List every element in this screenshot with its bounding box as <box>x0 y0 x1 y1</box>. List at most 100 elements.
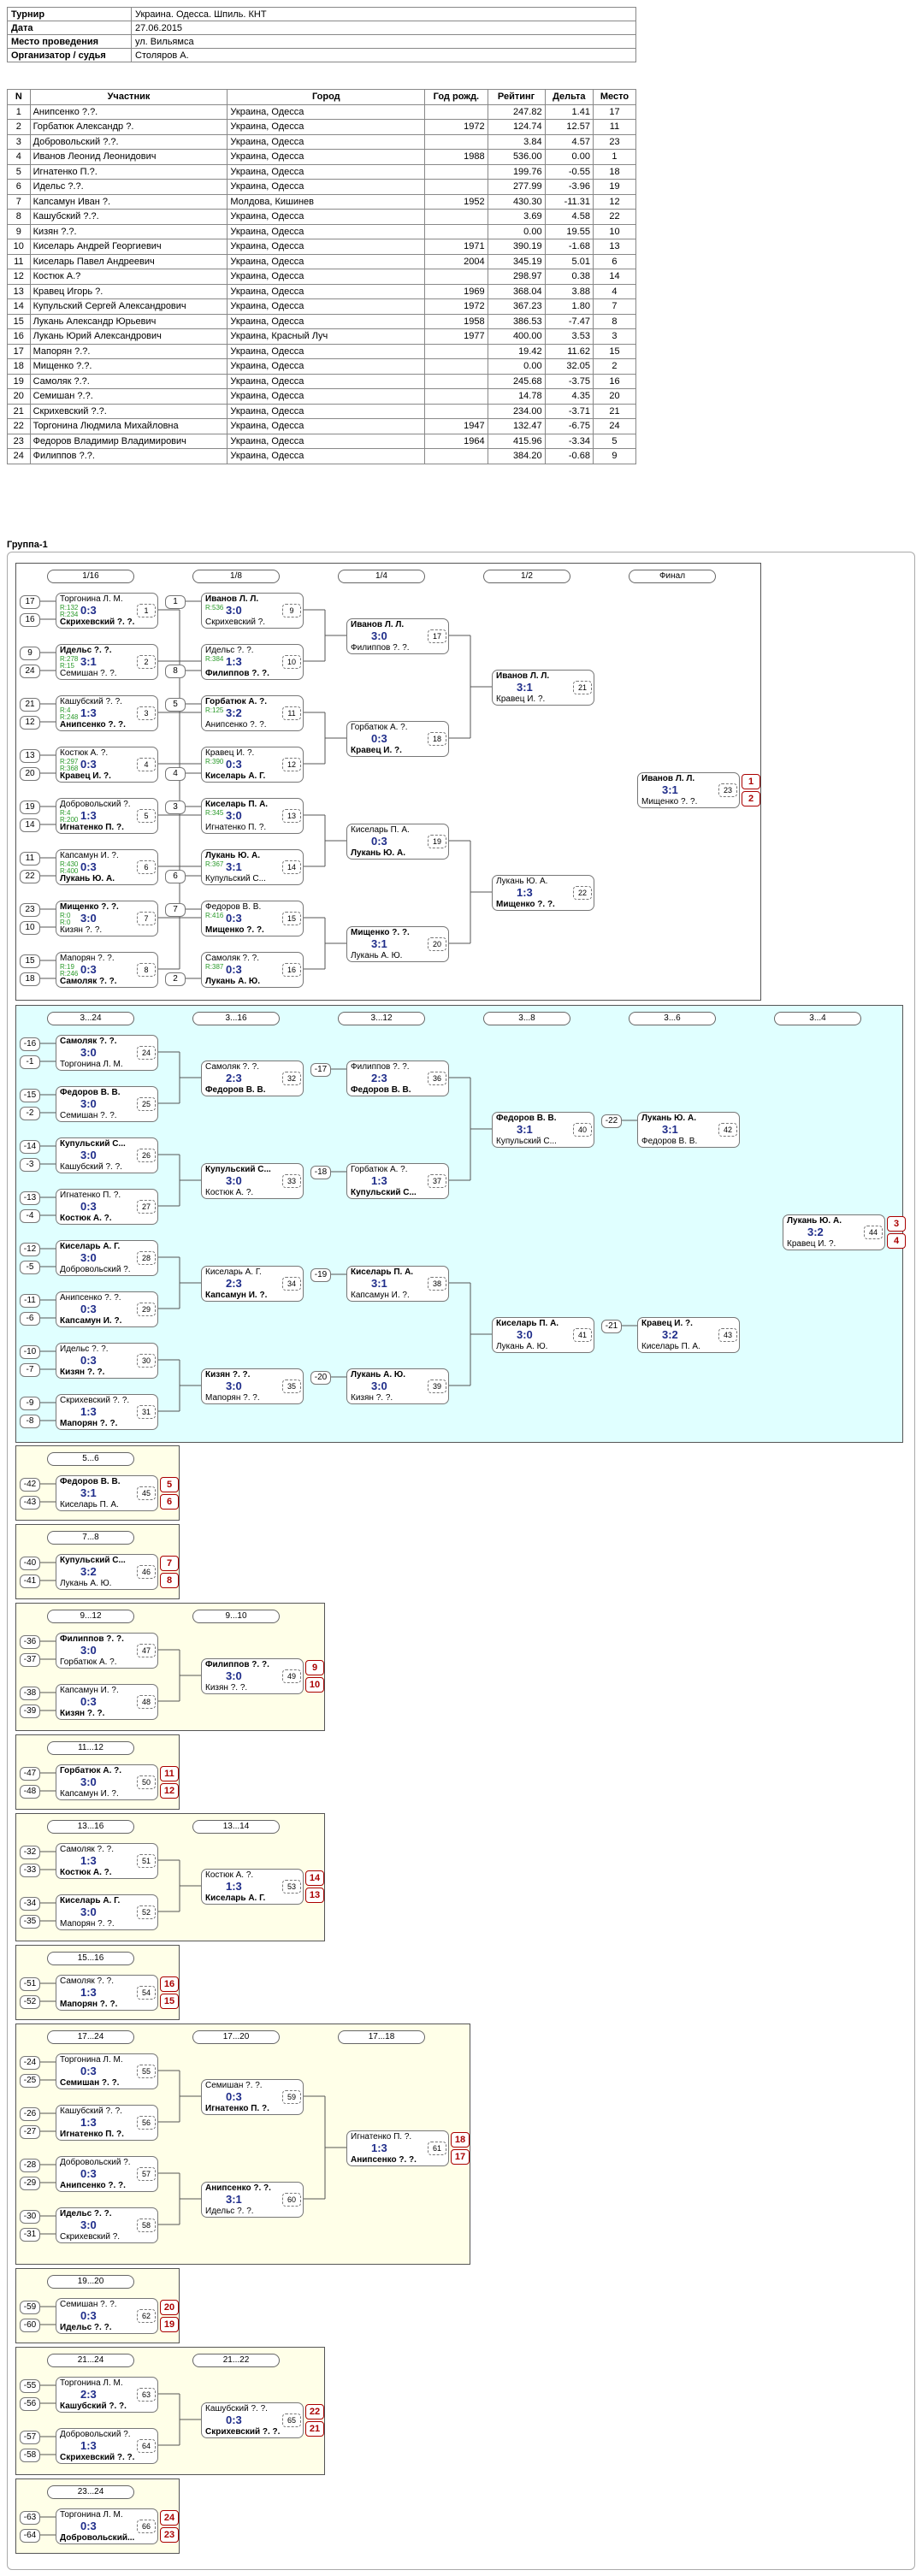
match-score: 0:3 <box>80 963 97 976</box>
seed-bottom: -60 <box>20 2319 40 2332</box>
match-player-top: Горбатюк А. ?. <box>60 1766 122 1775</box>
match-player-bottom: Кравец И. ?. <box>496 694 546 704</box>
match-score: 3:0 <box>226 1669 242 1682</box>
seed-top: 17 <box>20 595 40 609</box>
match-player-top: Идельс ?. ?. <box>60 2209 112 2219</box>
match-number: 56 <box>137 2116 156 2130</box>
match-player-bottom: Семишан ?. ?. <box>60 669 117 678</box>
final-place: 12 <box>160 1783 179 1799</box>
match-player-top: Киселарь А. Г. <box>60 1242 121 1251</box>
player-cell: 24 <box>7 448 31 464</box>
match-number: 12 <box>282 758 301 771</box>
match-player-bottom: Кизян ?. ?. <box>60 1709 105 1718</box>
seed-top: 19 <box>20 801 40 814</box>
match-player-bottom: Федоров В. В. <box>351 1085 411 1095</box>
match-number: 54 <box>137 1986 156 2000</box>
match-number: 8 <box>137 963 156 977</box>
match-player-top: Самоляк ?. ?. <box>205 954 259 963</box>
player-cell: 1971 <box>424 239 488 255</box>
column-header: N <box>7 89 31 105</box>
seed-top: -63 <box>20 2511 40 2525</box>
match-score: 3:0 <box>371 1380 387 1392</box>
match-number: 39 <box>428 1380 446 1393</box>
match-player-top: Торгонина Л. М. <box>60 594 123 604</box>
match-player-top: Мищенко ?. ?. <box>351 928 410 937</box>
match-player-top: Горбатюк А. ?. <box>205 697 268 706</box>
match-score: 3:0 <box>226 604 242 617</box>
seed-top: -21 <box>601 1320 622 1333</box>
final-place: 7 <box>160 1556 179 1571</box>
player-cell: Добровольский ?.?. <box>29 133 228 150</box>
player-cell: Украина, Одесса <box>227 403 426 419</box>
match-ratings: R:390 <box>205 759 223 765</box>
match-score: 1:3 <box>517 886 533 899</box>
match-score: 0:3 <box>80 2520 97 2532</box>
final-place: 22 <box>305 2404 324 2419</box>
match-player-bottom: Мапорян ?. ?. <box>60 1919 115 1929</box>
player-cell: Киселарь Павел Андреевич <box>29 253 228 269</box>
match-number: 1 <box>137 604 156 617</box>
match-number: 29 <box>137 1303 156 1316</box>
match-ratings: R:367 <box>205 861 223 868</box>
match-score: 3:2 <box>807 1226 824 1238</box>
round-label: 3...4 <box>774 1012 861 1025</box>
match-number: 4 <box>137 758 156 771</box>
match-player-bottom: Киселарь А. Г. <box>205 771 266 781</box>
rating-top: R:278 <box>60 655 79 663</box>
match-score: 0:3 <box>226 2414 242 2426</box>
match-score: 3:1 <box>662 1123 678 1136</box>
round-label: 11...12 <box>47 1741 134 1755</box>
seed-top: -34 <box>20 1897 40 1911</box>
column-header: Год рожд. <box>424 89 488 105</box>
match-player-bottom: Скрихевский ?. ?. <box>60 617 135 627</box>
seed-top: -51 <box>20 1977 40 1991</box>
seed-bottom: -8 <box>20 1415 40 1428</box>
match-score: 1:3 <box>80 1854 97 1867</box>
match-player-bottom: Кашубский ?. ?. <box>60 1162 122 1172</box>
seed-bottom: -1 <box>20 1055 40 1069</box>
match-player-bottom: Кизян ?. ?. <box>351 1393 393 1403</box>
match-number: 33 <box>282 1174 301 1188</box>
match-ratings: R:416 <box>205 913 223 919</box>
match-player-bottom: Кизян ?. ?. <box>205 1683 248 1693</box>
match-player-bottom: Скрихевский ?. ?. <box>205 2427 281 2437</box>
seed-bottom: -58 <box>20 2449 40 2462</box>
player-cell: -7.47 <box>544 313 594 329</box>
match-player-bottom: Лукань А. Ю. <box>60 1579 112 1588</box>
seed-bottom: -43 <box>20 1496 40 1510</box>
player-cell: Украина, Одесса <box>227 179 426 195</box>
match-score: 1:3 <box>80 2116 97 2129</box>
match-number: 63 <box>137 2388 156 2402</box>
match-score: 3:0 <box>226 809 242 822</box>
match-player-top: Иванов Л. Л. <box>496 671 550 681</box>
rating-top: R:430 <box>60 860 79 868</box>
match-score: 3:0 <box>371 629 387 642</box>
match-number: 55 <box>137 2065 156 2078</box>
match-number: 47 <box>137 1644 156 1657</box>
seed-top: 11 <box>20 852 40 866</box>
rating-top: R:416 <box>205 912 224 919</box>
match-player-bottom: Капсамун И. ?. <box>205 1291 268 1300</box>
